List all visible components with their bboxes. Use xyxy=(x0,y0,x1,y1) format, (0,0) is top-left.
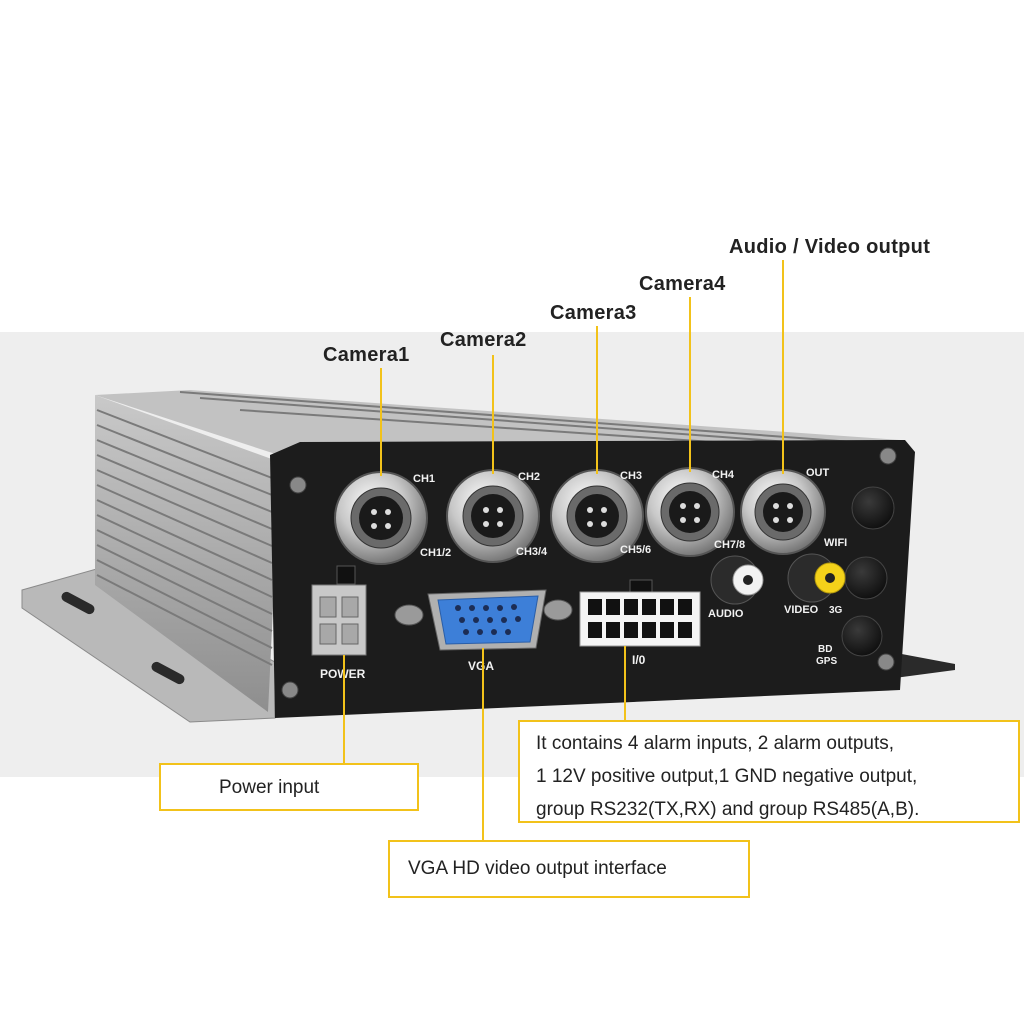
av-output-connector xyxy=(740,469,826,555)
label-ch1: CH1 xyxy=(413,473,435,485)
camera-connector-ch2 xyxy=(446,469,540,563)
label-ch78: CH7/8 xyxy=(714,539,745,551)
io-connector xyxy=(579,579,701,647)
screw xyxy=(879,447,897,465)
callout-box-vga: VGA HD video output interface xyxy=(388,840,750,898)
audio-rca-jack xyxy=(710,555,764,605)
label-vga: VGA xyxy=(468,659,494,673)
label-gps: GPS xyxy=(816,656,837,667)
camera-connector-ch1 xyxy=(334,471,428,565)
callout-io-description: It contains 4 alarm inputs, 2 alarm outp… xyxy=(536,727,1020,826)
callout-camera4: Camera4 xyxy=(639,273,726,295)
label-ch56: CH5/6 xyxy=(620,544,651,556)
io-description-line: It contains 4 alarm inputs, 2 alarm outp… xyxy=(536,733,895,754)
vga-connector xyxy=(394,589,573,651)
label-audio: AUDIO xyxy=(708,608,744,620)
video-rca-jack xyxy=(787,553,846,603)
label-ch12: CH1/2 xyxy=(420,547,451,559)
callout-camera1: Camera1 xyxy=(323,344,410,366)
screw xyxy=(281,681,299,699)
callout-lines xyxy=(343,260,784,843)
bracket-slot xyxy=(61,591,95,615)
label-power: POWER xyxy=(320,667,366,681)
label-ch4: CH4 xyxy=(712,469,735,481)
camera-connector-ch4 xyxy=(645,467,735,557)
label-ch2: CH2 xyxy=(518,471,540,483)
bracket-slot xyxy=(151,661,185,685)
label-out: OUT xyxy=(806,467,830,479)
3g-button xyxy=(844,556,888,600)
callout-power-input: Power input xyxy=(219,777,320,798)
screw xyxy=(877,653,895,671)
label-ch3: CH3 xyxy=(620,470,642,482)
label-wifi: WIFI xyxy=(824,537,847,549)
label-io: I/0 xyxy=(632,653,646,667)
callout-av-output: Audio / Video output xyxy=(729,236,931,258)
io-description-line: group RS232(TX,RX) and group RS485(A,B). xyxy=(536,799,920,820)
screw xyxy=(289,476,307,494)
callout-camera3: Camera3 xyxy=(550,302,637,324)
wifi-button xyxy=(851,486,895,530)
callout-box-io xyxy=(518,720,1020,823)
label-3g: 3G xyxy=(829,605,843,616)
callout-box-power: Power input xyxy=(159,763,419,811)
power-connector xyxy=(311,565,367,656)
label-bd: BD xyxy=(818,644,832,655)
io-description-line: 1 12V positive output,1 GND negative out… xyxy=(536,766,918,787)
callout-camera2: Camera2 xyxy=(440,329,527,351)
heatsink-fins xyxy=(96,391,881,666)
gps-button xyxy=(841,615,883,657)
camera-connector-ch3 xyxy=(550,469,644,563)
label-video: VIDEO xyxy=(784,604,819,616)
label-ch34: CH3/4 xyxy=(516,546,548,558)
callout-vga-output: VGA HD video output interface xyxy=(408,858,667,879)
